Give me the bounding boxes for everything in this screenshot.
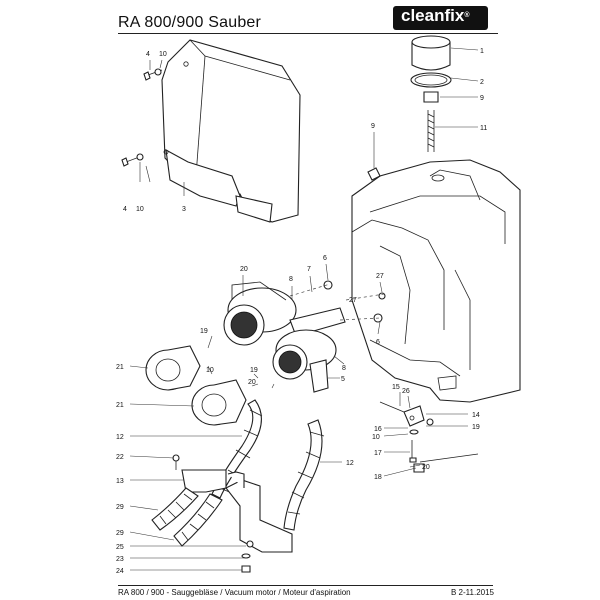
callout-2: 2 <box>480 79 484 86</box>
callout-10b: 10 <box>136 206 144 213</box>
callout-21a: 21 <box>116 364 124 371</box>
callout-22: 22 <box>116 454 124 461</box>
callout-11: 11 <box>480 125 487 132</box>
callout-3: 3 <box>182 206 186 213</box>
logo-text: cleanfix <box>401 6 465 25</box>
callout-9: 9 <box>480 95 484 102</box>
callout-29b: 29 <box>116 530 124 537</box>
cleanfix-logo: cleanfix® <box>393 6 488 30</box>
filter-cap-part <box>410 35 452 152</box>
bolts-right <box>289 280 386 323</box>
callout-6a: 6 <box>323 255 327 262</box>
callout-16: 16 <box>374 426 382 433</box>
callout-27b: 27 <box>349 297 357 304</box>
callout-13: 13 <box>116 478 124 485</box>
callout-12a: 12 <box>116 434 124 441</box>
callout-23: 23 <box>116 556 124 563</box>
callout-25: 25 <box>116 544 124 551</box>
callout-10c: 10 <box>206 367 214 374</box>
callout-21b: 21 <box>116 402 124 409</box>
callout-15: 15 <box>392 384 400 391</box>
callout-8a: 8 <box>289 276 293 283</box>
callout-19a: 19 <box>200 328 208 335</box>
footer-doc-code: B 2-11.2015 <box>451 588 494 597</box>
callout-17: 17 <box>374 450 382 457</box>
callout-8b: 8 <box>342 365 346 372</box>
callout-4b: 4 <box>123 206 127 213</box>
callout-10: 10 <box>159 51 167 58</box>
callout-20a: 20 <box>240 266 248 273</box>
footer-rule <box>118 585 493 586</box>
callout-24: 24 <box>116 568 124 575</box>
bracket-assembly <box>379 401 479 473</box>
callout-26: 26 <box>402 388 410 395</box>
leader-lines <box>129 47 479 571</box>
machine-housing <box>351 159 521 403</box>
title-rule <box>118 33 498 34</box>
y-piece-part <box>181 469 293 553</box>
callout-19c: 19 <box>472 424 480 431</box>
callout-20c: 20 <box>422 464 430 471</box>
callout-20b: 20 <box>248 379 256 386</box>
fasteners-bottom-left <box>172 454 254 573</box>
inlet-hose-29a <box>151 487 199 531</box>
callout-29a: 29 <box>116 504 124 511</box>
corrugated-hose-right <box>283 419 325 531</box>
motor-fan-lower <box>272 329 337 393</box>
callout-6b: 6 <box>376 339 380 346</box>
callout-5: 5 <box>341 376 345 383</box>
callout-14: 14 <box>472 412 480 419</box>
footer-caption: RA 800 / 900 - Sauggebläse / Vacuum moto… <box>118 588 351 597</box>
logo-registered-mark: ® <box>464 12 470 19</box>
callout-4: 4 <box>146 51 150 58</box>
callout-7: 7 <box>307 266 311 273</box>
hose-connector-lower <box>191 379 247 426</box>
callout-12b: 12 <box>346 460 354 467</box>
callout-19b: 19 <box>250 367 258 374</box>
motor-fan-upper <box>223 281 346 346</box>
nut-part-9b <box>367 167 381 181</box>
callout-1: 1 <box>480 48 484 55</box>
hose-connector-upper <box>145 345 201 391</box>
page-title: RA 800/900 Sauber <box>118 14 262 31</box>
screws-lid <box>121 68 163 167</box>
callout-9b: 9 <box>371 123 375 130</box>
callout-10d: 10 <box>372 434 380 441</box>
callout-27a: 27 <box>376 273 384 280</box>
callout-18: 18 <box>374 474 382 481</box>
lid-part <box>161 39 301 223</box>
